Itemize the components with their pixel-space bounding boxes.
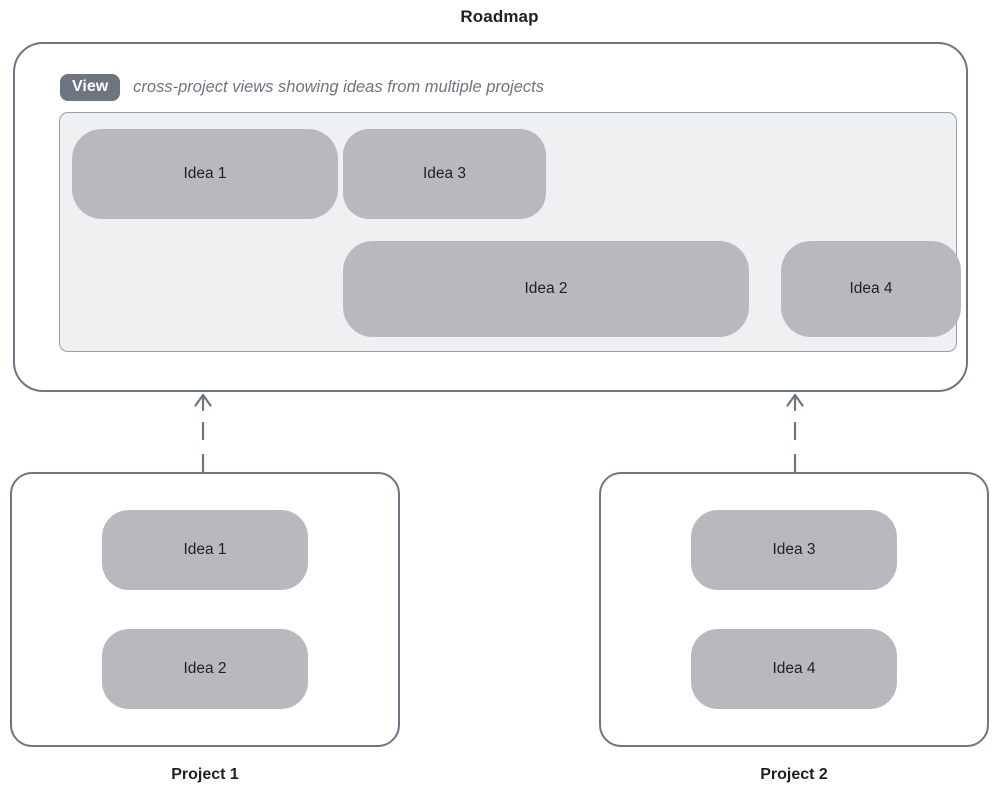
view-header: View cross-project views showing ideas f…	[60, 74, 544, 102]
arrowhead-up-icon	[194, 393, 212, 412]
project-idea-pill[interactable]: Idea 1	[102, 510, 308, 590]
roadmap-idea-pill[interactable]: Idea 1	[72, 129, 338, 219]
project-card-1: Idea 1 Idea 2	[10, 472, 400, 747]
view-description-text: cross-project views showing ideas from m…	[133, 78, 544, 97]
project-card-2: Idea 3 Idea 4	[599, 472, 989, 747]
project-idea-pill[interactable]: Idea 4	[691, 629, 897, 709]
roadmap-card: View cross-project views showing ideas f…	[13, 42, 968, 392]
view-badge[interactable]: View	[60, 74, 121, 102]
roadmap-idea-pill[interactable]: Idea 4	[781, 241, 961, 337]
connector-project2-to-roadmap	[786, 393, 804, 472]
roadmap-idea-pill[interactable]: Idea 3	[343, 129, 546, 219]
project-idea-pill[interactable]: Idea 3	[691, 510, 897, 590]
page-title: Roadmap	[460, 7, 539, 26]
project-label-2: Project 2	[760, 766, 828, 783]
project-label-1: Project 1	[171, 766, 239, 783]
view-panel: Idea 1 Idea 3 Idea 2 Idea 4	[59, 112, 961, 352]
arrowhead-up-icon	[786, 393, 804, 412]
roadmap-idea-pill[interactable]: Idea 2	[343, 241, 749, 337]
project-idea-pill[interactable]: Idea 2	[102, 629, 308, 709]
connector-project1-to-roadmap	[194, 393, 212, 472]
